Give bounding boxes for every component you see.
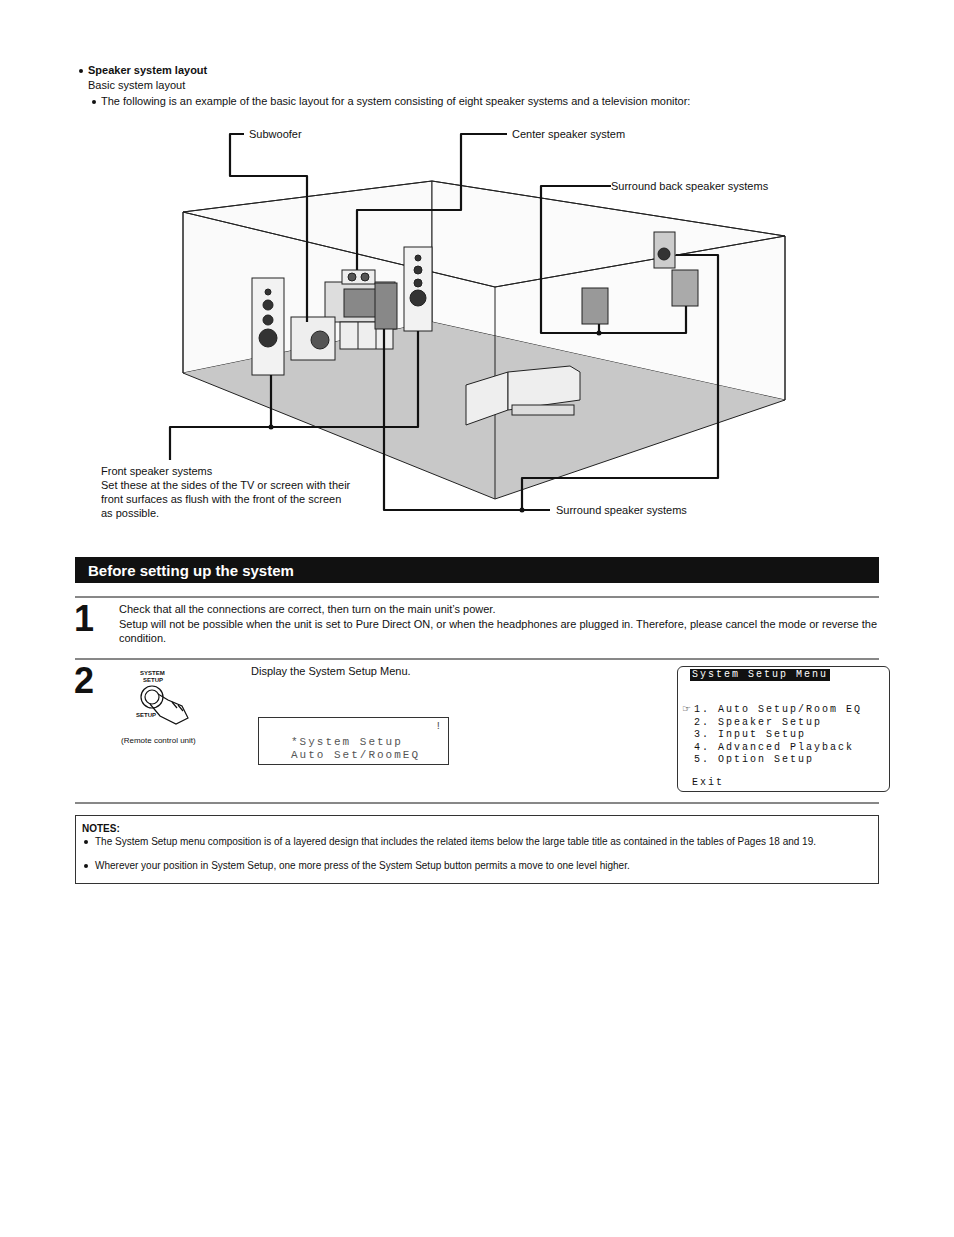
menu-item: 2. Speaker Setup (694, 717, 822, 729)
bullet (84, 840, 88, 844)
note-text: Wherever your position in System Setup, … (95, 860, 875, 872)
subheading: Basic system layout (88, 78, 185, 92)
part-label: Center speaker system (512, 127, 625, 141)
drawing-part (508, 366, 580, 410)
drawing-part (291, 317, 335, 360)
lcd-text: Auto Set/RoomEQ (291, 748, 420, 762)
section-title: Before setting up the system (88, 562, 294, 579)
drawing-part (270, 375, 272, 427)
drawing-part (466, 372, 508, 425)
drawing-part (414, 266, 422, 274)
drawing-part (520, 508, 525, 513)
notes-heading: NOTES: (82, 822, 120, 835)
bullet (92, 100, 96, 104)
drawing-part (141, 686, 163, 708)
caption: (Remote control unit) (121, 736, 196, 746)
sofa (466, 366, 580, 425)
button-label: SETUP (143, 677, 163, 684)
drawing-part (263, 315, 273, 325)
drawing-part (654, 232, 675, 268)
part-label: Surround speaker systems (556, 503, 687, 517)
drawing-part (75, 659, 879, 660)
lcd-text: ! (435, 719, 444, 733)
step-number: 2 (74, 660, 94, 702)
menu-item: 5. Option Setup (694, 754, 814, 766)
lcd-display: ! *System SetupAuto Set/RoomEQ (258, 717, 449, 765)
menu-item: Exit (692, 777, 724, 789)
button-label: SETUP (136, 712, 156, 719)
notes-box: NOTES:The System Setup menu composition … (75, 815, 879, 884)
drawing-part (348, 273, 356, 281)
step-text: Setup will not be possible when the unit… (119, 617, 881, 645)
drawing-part (495, 400, 785, 499)
section-band: Before setting up the system (75, 557, 879, 583)
drawing-part (75, 597, 879, 598)
drawing-part (658, 248, 670, 260)
part-note: Set these at the sides of the TV or scre… (101, 478, 351, 520)
bullet (79, 69, 83, 73)
intro-text: The following is an example of the basic… (101, 94, 861, 108)
drawing-part (183, 212, 184, 373)
menu-screen: System Setup Menu ☞1. Auto Setup/Room EQ2… (677, 666, 890, 792)
drawing-part (375, 283, 397, 329)
drawing-part (269, 425, 274, 430)
bullet (84, 864, 88, 868)
drawing-part (404, 247, 432, 331)
part-label: Subwoofer (249, 127, 302, 141)
note-text: The System Setup menu composition is of … (95, 836, 875, 848)
drawing-part (384, 329, 550, 510)
part-label: Front speaker systems (101, 464, 212, 478)
menu-title: System Setup Menu (690, 669, 830, 681)
drawing-part (183, 212, 495, 287)
speakers (252, 232, 698, 375)
drawing-part (495, 236, 785, 287)
drawing-part (582, 288, 608, 324)
room (183, 181, 785, 499)
drawing-part (252, 278, 284, 375)
drawing-part (357, 134, 507, 270)
menu-item: 1. Auto Setup/Room EQ (694, 704, 862, 716)
drawing-part (170, 331, 418, 460)
drawing-part (361, 273, 369, 281)
drawing-part (410, 290, 426, 306)
lcd-text: *System Setup (291, 735, 403, 749)
drawing-part (263, 300, 273, 310)
drawing-part (75, 803, 879, 804)
menu-item: 4. Advanced Playback (694, 742, 854, 754)
drawing-part (358, 322, 359, 349)
drawing-part (512, 405, 574, 415)
drawing-part (172, 702, 183, 711)
step-text: Check that all the connections are corre… (119, 602, 495, 616)
part-label: Surround back speaker systems (611, 179, 768, 193)
drawing-part (311, 331, 329, 349)
drawing-part (265, 289, 271, 295)
menu-item: 3. Input Setup (694, 729, 806, 741)
heading: Speaker system layout (88, 63, 207, 77)
drawing-part (342, 270, 375, 284)
drawing-part (414, 279, 422, 287)
drawing-part (597, 331, 602, 336)
step-number: 1 (74, 598, 94, 640)
drawing-part (230, 134, 307, 322)
drawing-part (259, 329, 277, 347)
drawing-part (522, 255, 718, 510)
step-text: Display the System Setup Menu. (251, 664, 411, 678)
drawing-part (785, 236, 786, 400)
drawing-part (145, 690, 159, 704)
remote-button (141, 686, 188, 724)
drawing-part (541, 186, 686, 333)
menu-cursor: ☞ (682, 703, 691, 715)
button-label: SYSTEM (140, 670, 165, 677)
drawing-part (672, 270, 698, 306)
drawing-part (415, 255, 421, 261)
drawing-part (150, 694, 188, 724)
